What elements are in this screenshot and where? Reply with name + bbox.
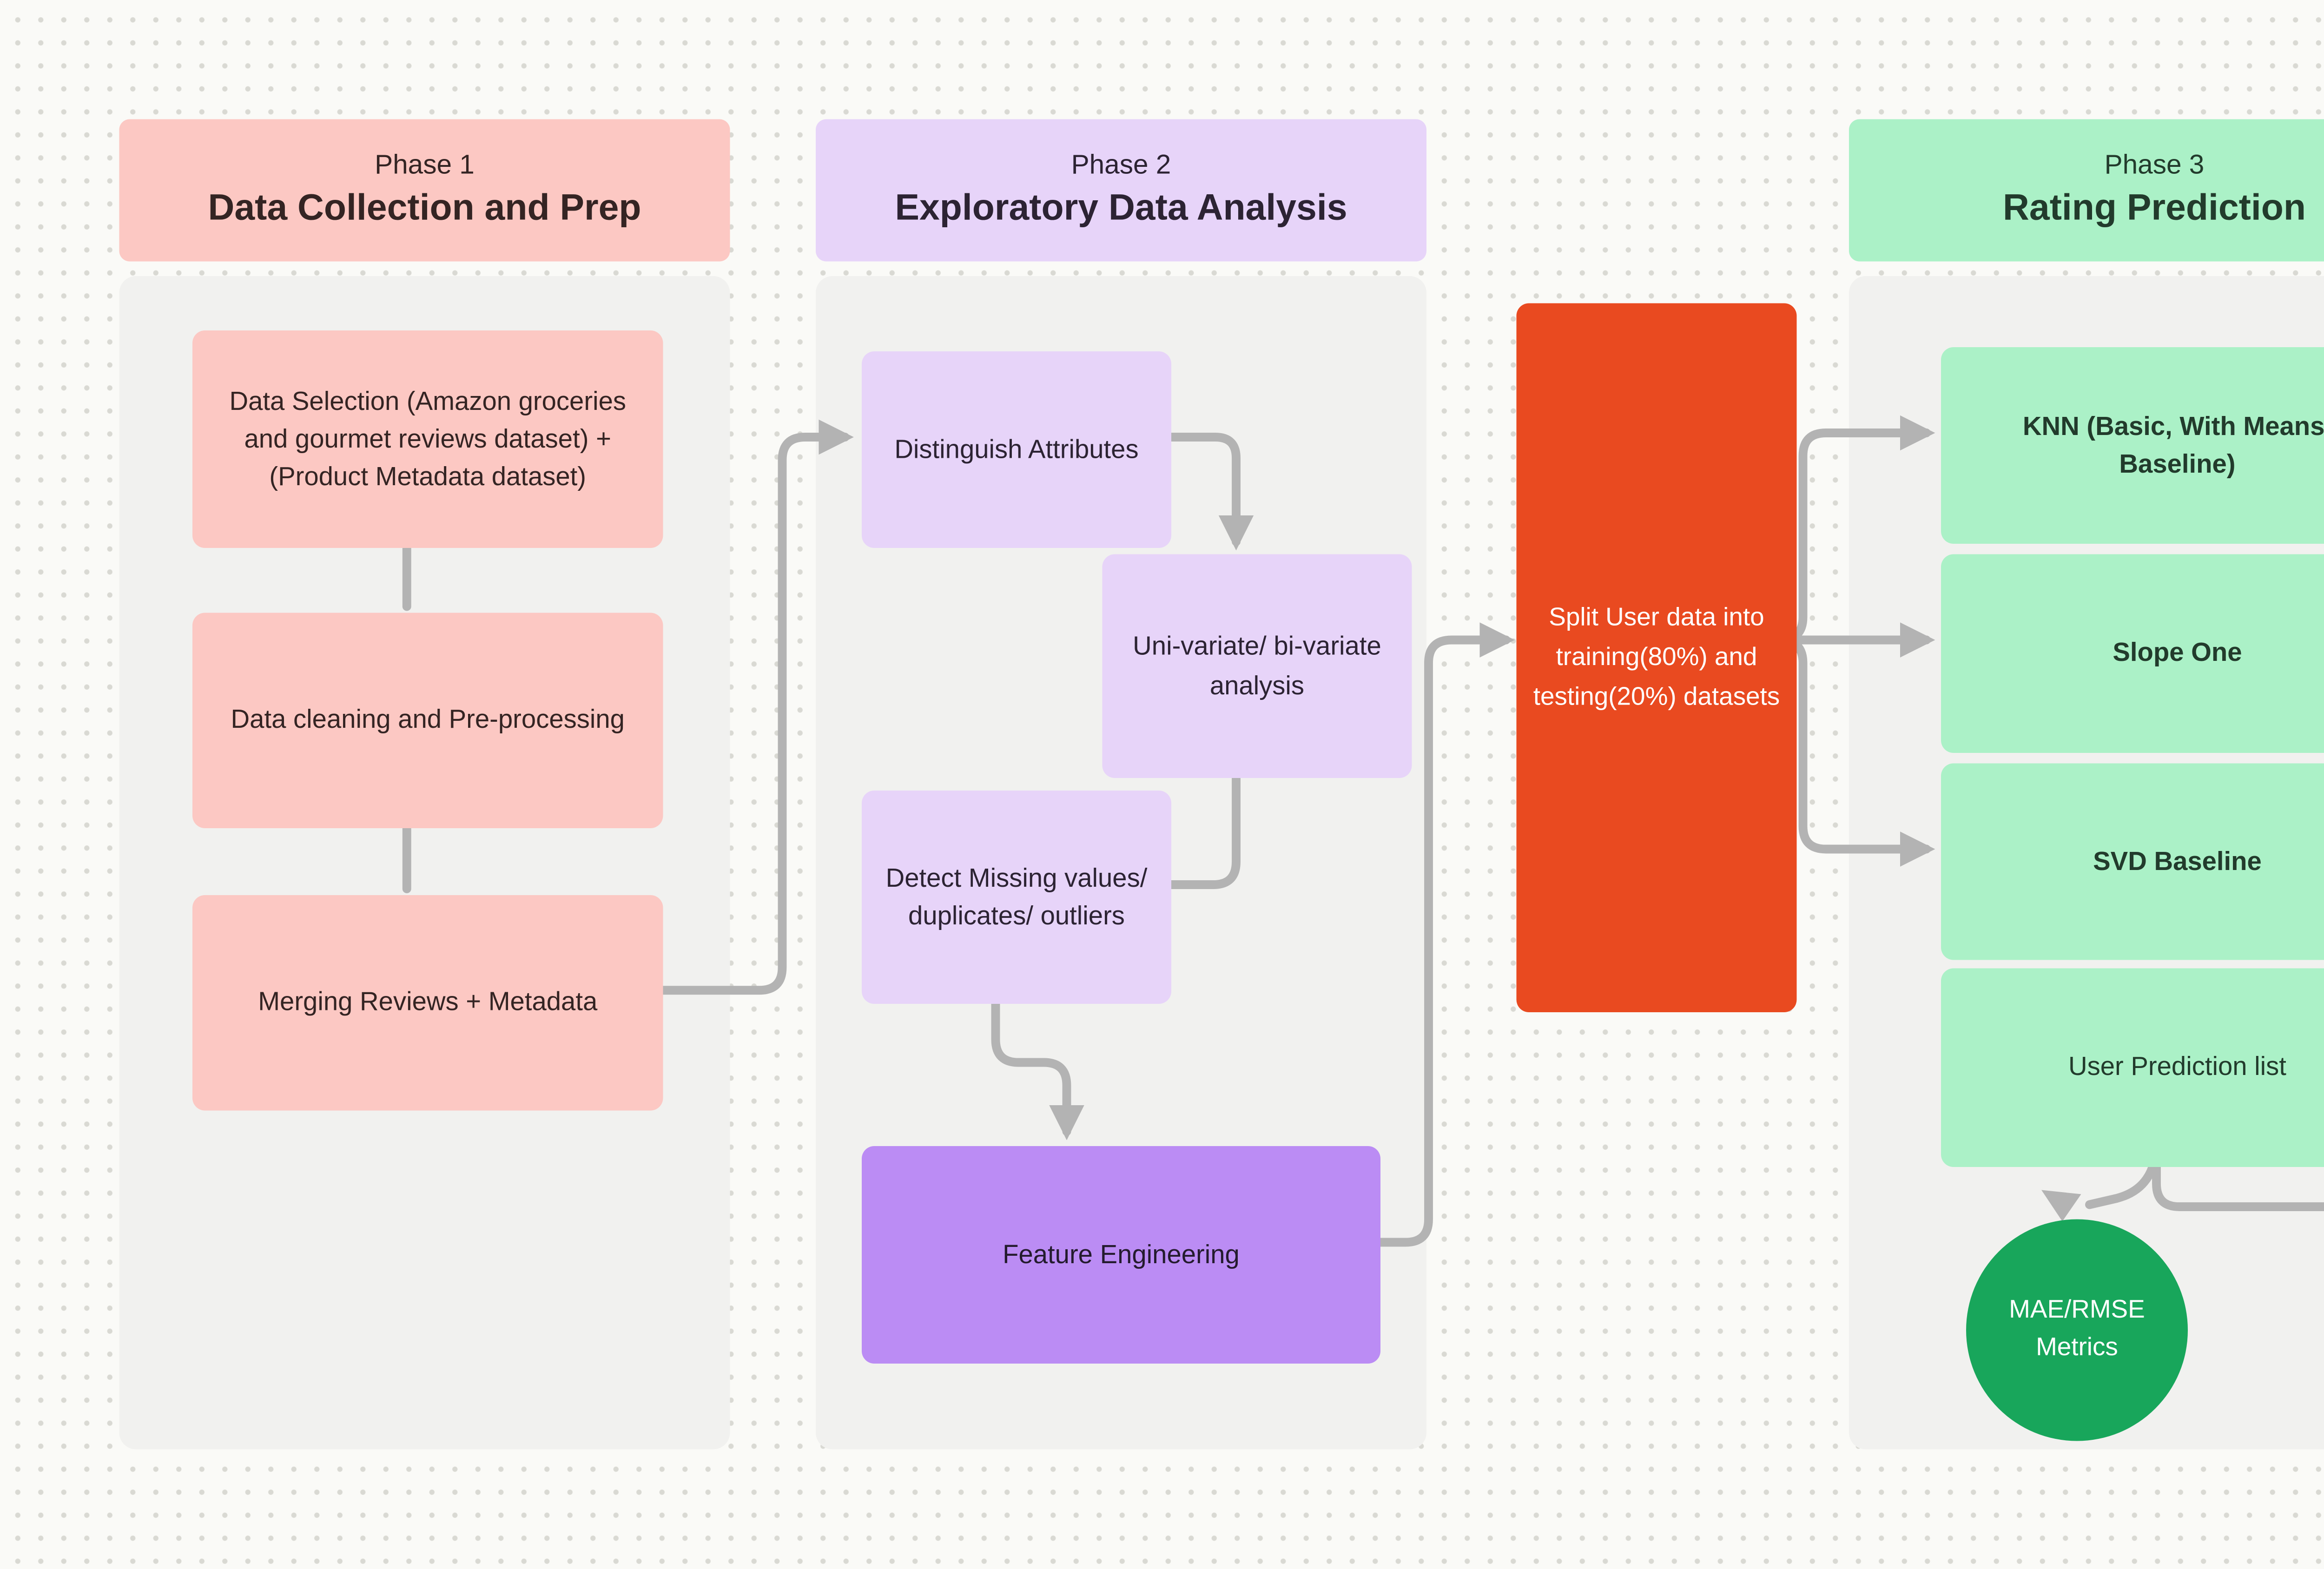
- phase2-label: Phase 2: [1071, 148, 1171, 180]
- knn-box: KNN (Basic, With Means, Baseline): [1941, 347, 2324, 544]
- data-cleaning-box: Data cleaning and Pre-processing: [192, 613, 663, 828]
- arrow-merging-to-distinguish: [617, 419, 854, 995]
- svd-baseline-box: SVD Baseline: [1941, 763, 2324, 960]
- distinguish-attributes-box: Distinguish Attributes: [862, 351, 1171, 548]
- feature-engineering-box: Feature Engineering: [862, 1146, 1380, 1364]
- arrow-distinguish-to-univariate: [1125, 433, 1254, 551]
- mae-arrowhead-icon: [2041, 1190, 2081, 1221]
- phase3-label: Phase 3: [2104, 148, 2205, 180]
- phase3-title: Rating Prediction: [2003, 186, 2306, 228]
- split-data-box: Split User data into training(80%) and t…: [1516, 303, 1797, 1012]
- detect-missing-box: Detect Missing values/ duplicates/ outli…: [862, 791, 1171, 1004]
- phase2-title: Exploratory Data Analysis: [895, 186, 1347, 228]
- phase1-label: Phase 1: [375, 148, 475, 180]
- slope-one-box: Slope One: [1941, 554, 2324, 753]
- user-prediction-box: User Prediction list: [1941, 968, 2324, 1167]
- phase3-header: Phase 3 Rating Prediction: [1849, 119, 2324, 262]
- mae-rmse-circle: MAE/RMSE Metrics: [1966, 1219, 2188, 1441]
- arrow-prediction-to-top10: [2152, 1137, 2324, 1211]
- phase1-title: Data Collection and Prep: [208, 186, 641, 228]
- phase2-header: Phase 2 Exploratory Data Analysis: [816, 119, 1426, 262]
- arrow-univariate-to-detect: [1135, 748, 1241, 903]
- merging-reviews-box: Merging Reviews + Metadata: [192, 895, 663, 1111]
- univariate-analysis-box: Uni-variate/ bi-variate analysis: [1102, 554, 1412, 778]
- arrow-feature-to-split: [1334, 622, 1515, 1247]
- phase1-header: Phase 1 Data Collection and Prep: [119, 119, 730, 262]
- data-selection-box: Data Selection (Amazon groceries and gou…: [192, 330, 663, 548]
- arrow-detect-to-feature: [991, 974, 1084, 1140]
